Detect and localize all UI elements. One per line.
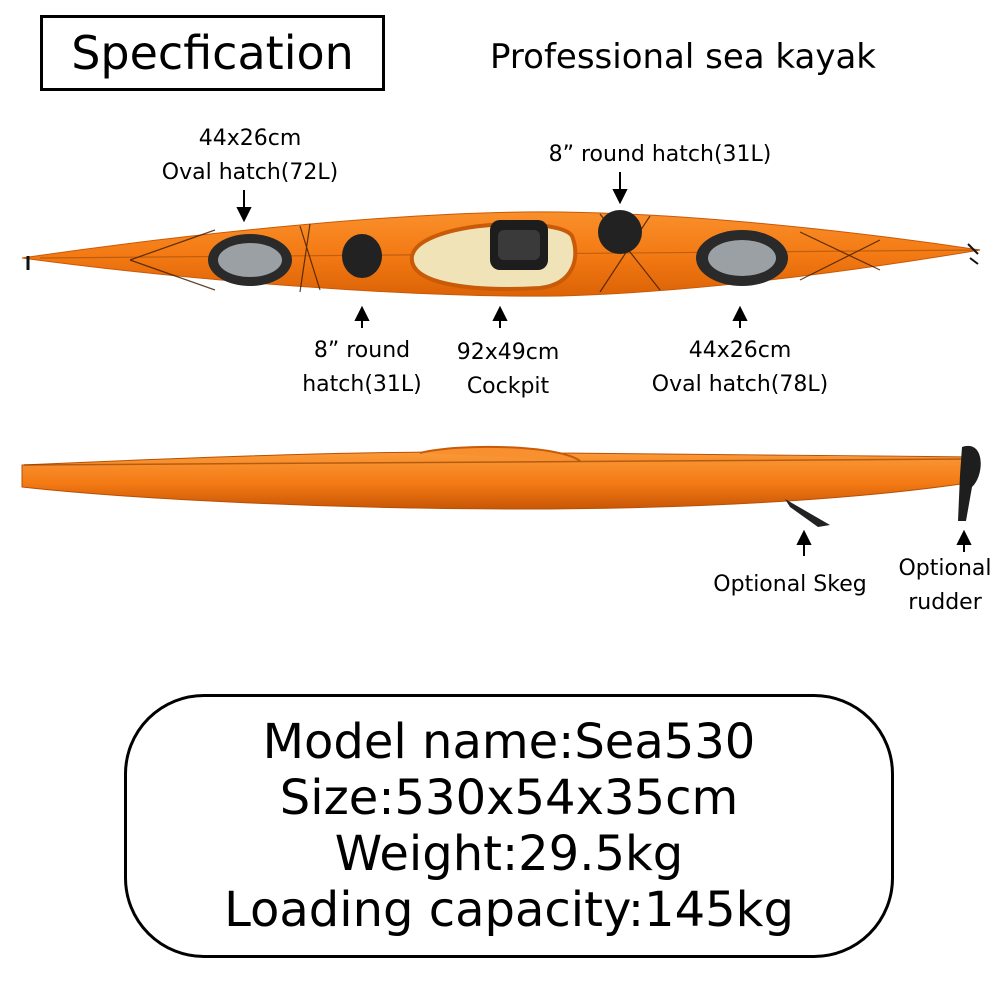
arrows-top <box>236 172 748 328</box>
skeg-icon <box>785 499 830 527</box>
spec-loading-capacity: Loading capacity:145kg <box>224 882 794 938</box>
spec-size: Size:530x54x35cm <box>279 770 739 826</box>
oval-hatch-rear-icon <box>208 234 292 286</box>
specification-title: Specfication <box>40 15 385 91</box>
arrows-side <box>796 529 972 556</box>
cockpit-icon <box>409 220 578 291</box>
kayak-side-view <box>21 445 981 527</box>
spec-weight: Weight:29.5kg <box>334 826 684 882</box>
product-subtitle: Professional sea kayak <box>490 37 876 77</box>
round-hatch-rear-icon <box>598 210 642 254</box>
oval-hatch-bow-icon <box>696 230 788 286</box>
spec-model-name: Model name:Sea530 <box>262 714 756 770</box>
rudder-icon <box>958 445 981 521</box>
label-round-hatch-rear: 8” round hatch(31L) <box>548 142 772 167</box>
label-optional-skeg: Optional Skeg <box>713 572 867 597</box>
kayak-top-view <box>21 210 981 297</box>
round-hatch-front-icon <box>342 234 382 278</box>
spec-panel: Model name:Sea530 Size:530x54x35cm Weigh… <box>124 694 894 958</box>
